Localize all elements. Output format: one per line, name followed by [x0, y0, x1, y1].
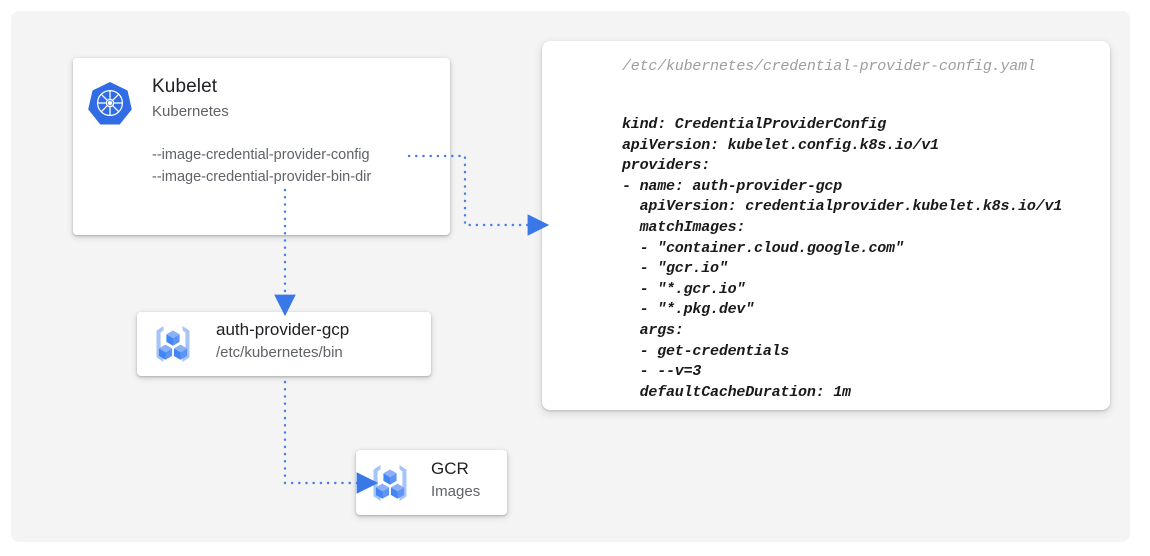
- kubelet-flag-provider-config: --image-credential-provider-config: [152, 147, 370, 163]
- auth-provider-gcp-node-card[interactable]: auth-provider-gcp /etc/kubernetes/bin: [137, 312, 431, 376]
- auth-provider-subtitle: /etc/kubernetes/bin: [216, 344, 343, 361]
- gcr-subtitle: Images: [431, 483, 481, 500]
- kubernetes-helm-icon: [87, 80, 133, 126]
- container-registry-icon: [151, 323, 195, 365]
- gcr-title: GCR: [431, 459, 469, 478]
- gcr-node-card[interactable]: GCR Images: [356, 450, 507, 515]
- container-registry-icon: [368, 462, 412, 504]
- kubelet-node-card[interactable]: Kubelet Kubernetes --image-credential-pr…: [73, 58, 450, 235]
- auth-provider-title: auth-provider-gcp: [216, 320, 350, 339]
- kubelet-flag-provider-bin-dir: --image-credential-provider-bin-dir: [152, 169, 372, 185]
- yaml-file-path: /etc/kubernetes/credential-provider-conf…: [622, 58, 1036, 75]
- kubelet-title: Kubelet: [152, 76, 218, 97]
- kubelet-subtitle: Kubernetes: [152, 103, 229, 120]
- credential-provider-config-panel[interactable]: /etc/kubernetes/credential-provider-conf…: [542, 41, 1110, 410]
- yaml-content: kind: CredentialProviderConfig apiVersio…: [622, 116, 1063, 401]
